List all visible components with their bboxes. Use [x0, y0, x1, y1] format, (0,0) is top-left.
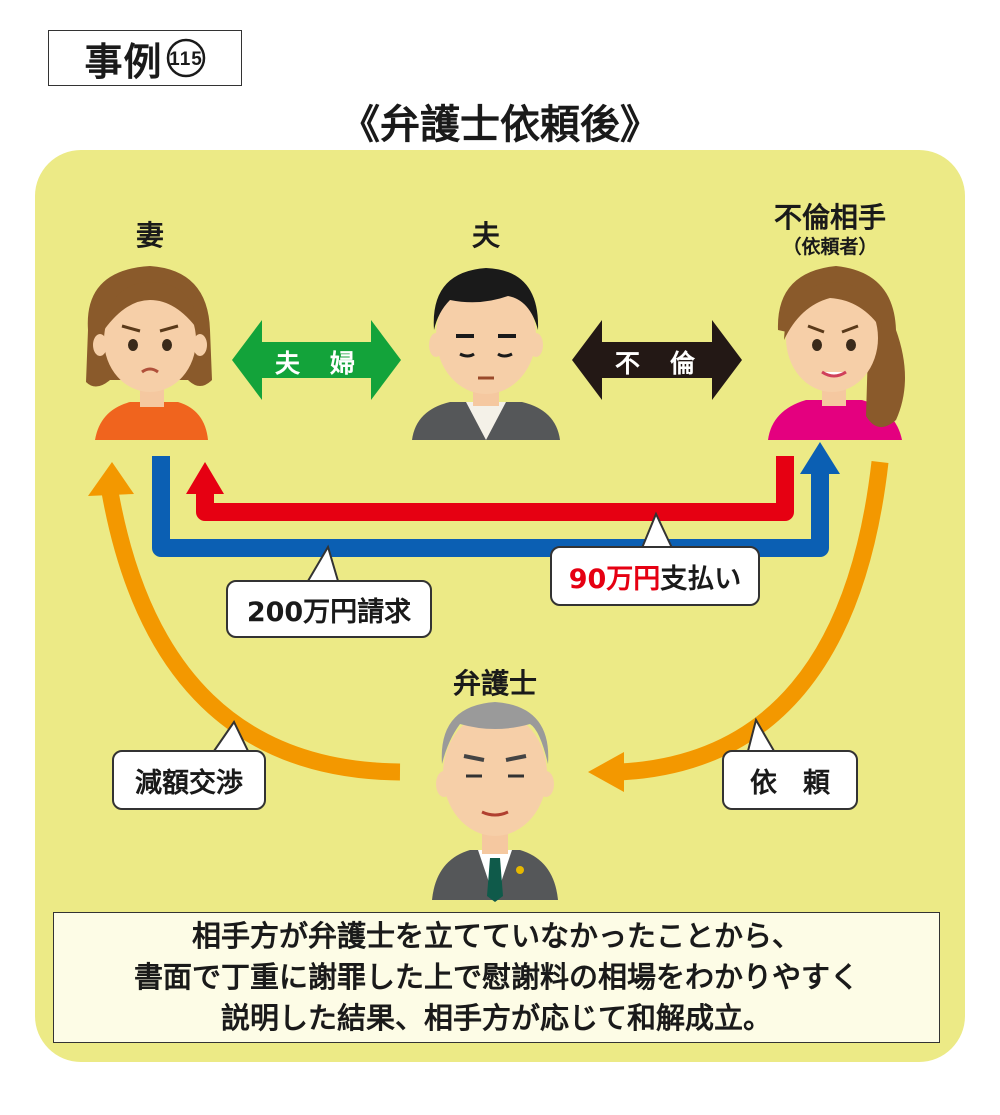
- negotiation-bubble: 減額交渉: [112, 750, 266, 810]
- wife-illustration: [86, 266, 212, 440]
- husband-label: 夫: [471, 219, 500, 252]
- summary-line-1: 相手方が弁護士を立てていなかったことから、: [191, 919, 801, 953]
- request-bubble: 依頼: [722, 750, 858, 810]
- case-number-badge: 115: [166, 38, 205, 78]
- negotiation-text: 減額交渉: [135, 767, 243, 799]
- case-number-box: 事例 115: [48, 30, 242, 86]
- claim-bubble: 200万円請求: [226, 580, 432, 638]
- married-double-arrow: [232, 320, 401, 400]
- married-label: 夫婦: [274, 349, 385, 378]
- claim-amount: 200万円: [246, 596, 358, 628]
- wife-label: 妻: [135, 219, 164, 252]
- case-label: 事例: [84, 39, 163, 84]
- summary-line-2: 書面で丁重に謝罪した上で慰謝料の相場をわかりやすく: [133, 960, 859, 994]
- request-arrow: [619, 461, 889, 781]
- claim-arrow: [152, 456, 829, 557]
- negotiation-arrowhead: [88, 462, 134, 496]
- partner-illustration: [768, 266, 905, 440]
- request-arrowhead: [588, 752, 624, 792]
- payment-arrowhead: [186, 462, 224, 494]
- page-title: 《弁護士依頼後》: [340, 102, 660, 148]
- claim-arrowhead: [800, 442, 840, 474]
- affair-double-arrow: [572, 320, 742, 400]
- payment-bubble: 90万円支払い: [550, 546, 760, 606]
- partner-sublabel: （依頼者）: [782, 236, 878, 258]
- summary-box: 相手方が弁護士を立てていなかったことから、 書面で丁重に謝罪した上で慰謝料の相場…: [53, 912, 940, 1043]
- lawyer-illustration: [432, 702, 558, 902]
- case-number: 115: [169, 49, 203, 70]
- lawyer-label: 弁護士: [452, 667, 537, 700]
- affair-label: 不倫: [614, 349, 725, 378]
- claim-text: 請求: [357, 596, 412, 628]
- summary-line-3: 説明した結果、相手方が応じて和解成立。: [220, 1001, 772, 1035]
- paid-text: 支払い: [660, 563, 742, 595]
- payment-arrow: [196, 456, 794, 521]
- negotiation-arrow: [101, 490, 401, 781]
- paid-amount: 90万円: [568, 563, 661, 595]
- request-text: 依頼: [750, 767, 856, 799]
- husband-illustration: [412, 268, 560, 440]
- partner-label: 不倫相手: [773, 201, 886, 234]
